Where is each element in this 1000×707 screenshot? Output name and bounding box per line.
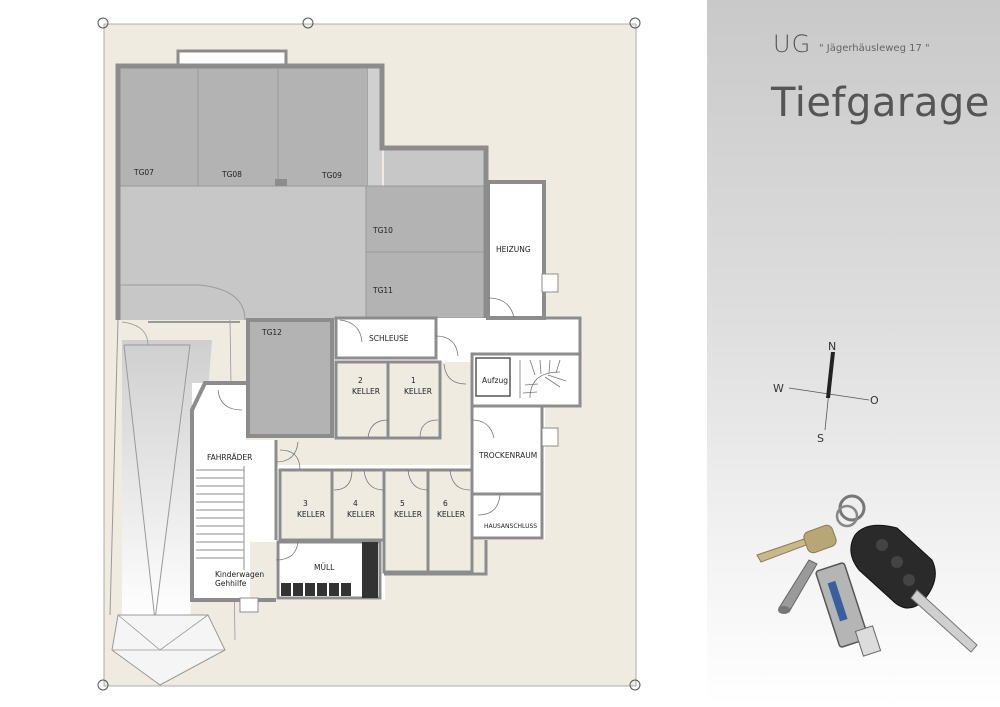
room-heizung	[486, 180, 546, 320]
label-aufzug: Aufzug	[482, 376, 508, 385]
label-tg11: TG11	[372, 286, 393, 295]
page-title: Tiefgarage	[771, 80, 990, 126]
label-gehhilfe: Gehhilfe	[215, 579, 247, 588]
label-keller-1-number: 1	[411, 376, 416, 385]
storage-keller-3	[278, 468, 334, 542]
parking-tg12	[246, 318, 334, 438]
label-muell: MÜLL	[314, 563, 335, 572]
compass-w: W	[773, 382, 784, 395]
label-keller-1: KELLER	[404, 387, 432, 396]
label-keller-4: KELLER	[347, 510, 375, 519]
compass-s: S	[817, 432, 824, 445]
label-keller-2: KELLER	[352, 387, 380, 396]
storage-keller-5	[382, 468, 430, 574]
storage-keller-6	[426, 468, 474, 574]
label-tg09: TG09	[321, 171, 342, 180]
compass-icon: N S W O	[773, 340, 879, 445]
room-trockenraum	[470, 404, 544, 496]
label-keller-6-number: 6	[443, 499, 448, 508]
parking-tg11	[365, 251, 487, 319]
label-tg08: TG08	[221, 170, 242, 179]
label-keller-3-number: 3	[303, 499, 308, 508]
info-panel: UG " Jägerhäusleweg 17 " Tiefgarage N S …	[707, 0, 1000, 707]
parking-tg08	[197, 67, 279, 187]
label-trockenraum: TROCKENRAUM	[478, 451, 537, 460]
storage-keller-1	[386, 360, 442, 440]
label-keller-5: KELLER	[394, 510, 422, 519]
parking-tg07	[119, 67, 199, 187]
label-tg12: TG12	[261, 328, 282, 337]
label-tg07: TG07	[133, 168, 154, 177]
label-keller-2-number: 2	[358, 376, 363, 385]
label-schleuse: SCHLEUSE	[369, 334, 409, 343]
label-keller-4-number: 4	[353, 499, 358, 508]
label-hausanschluss: HAUSANSCHLUSS	[484, 523, 537, 530]
compass-o: O	[870, 394, 879, 407]
ramp	[122, 340, 192, 620]
label-keller-6: KELLER	[437, 510, 465, 519]
storage-keller-4	[330, 468, 386, 542]
elevator	[475, 357, 511, 397]
label-heizung: HEIZUNG	[496, 245, 531, 254]
storage-keller-2	[334, 360, 390, 440]
label-tg10: TG10	[372, 226, 393, 235]
survey-markers	[97, 17, 641, 691]
label-fahrraeder: FAHRRÄDER	[207, 453, 252, 462]
compass-n: N	[828, 340, 836, 353]
label-kinderwagen: Kinderwagen	[215, 570, 264, 579]
parking-tg10	[365, 185, 487, 253]
car-key-icon	[756, 494, 978, 657]
address-label: " Jägerhäusleweg 17 "	[819, 43, 930, 54]
parking-tg09	[277, 67, 369, 187]
room-schleuse	[334, 316, 438, 360]
floor-plan: TG07 TG08 TG09 TG10 TG11 TG12 HEIZUNG SC…	[97, 17, 641, 691]
label-keller-3: KELLER	[297, 510, 325, 519]
room-hausanschluss	[470, 492, 544, 540]
level-label: UG	[773, 30, 812, 58]
label-keller-5-number: 5	[400, 499, 405, 508]
